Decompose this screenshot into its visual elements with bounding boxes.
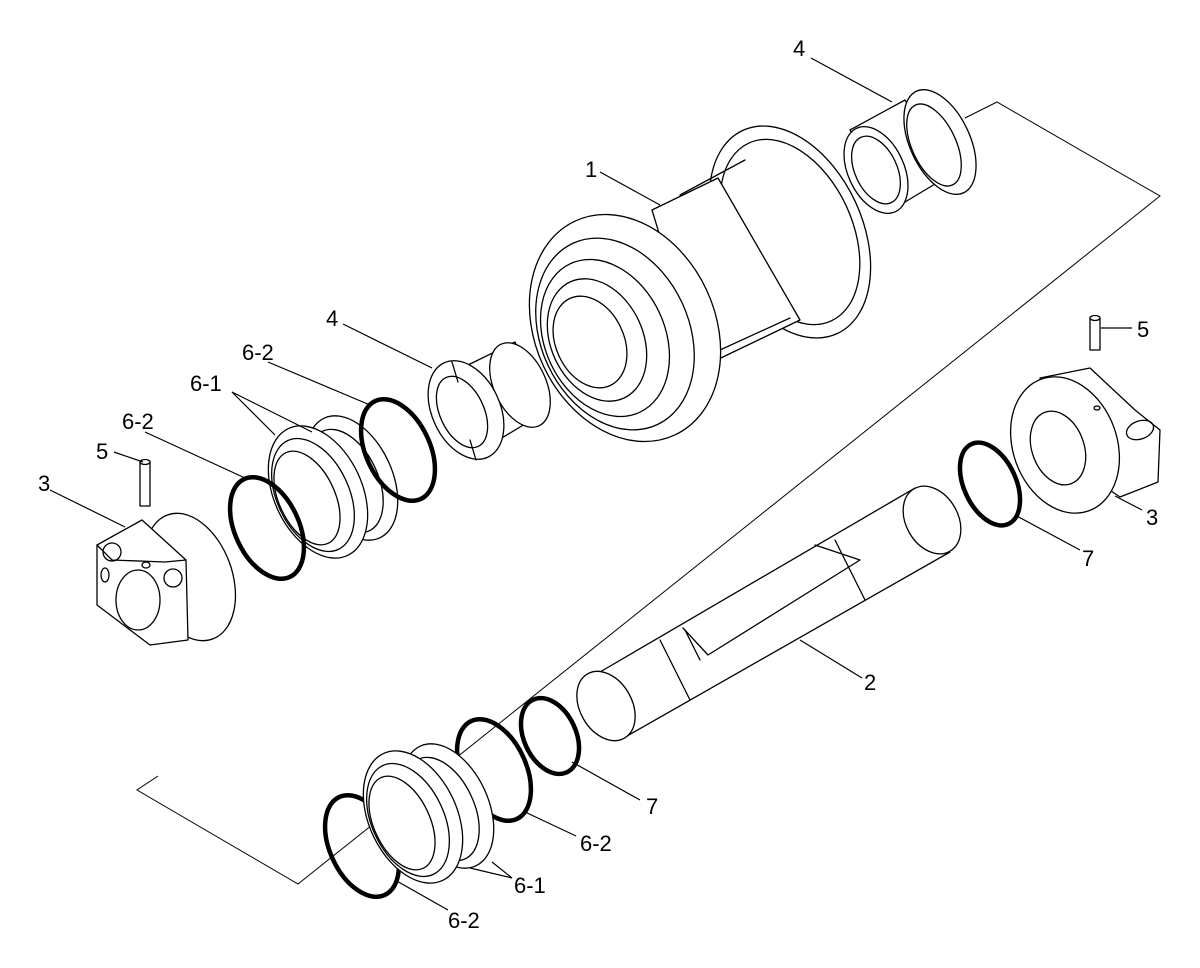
callout-5-left: 5 <box>96 439 108 464</box>
o-ring-right <box>957 440 1023 528</box>
callout-4-top: 4 <box>793 36 805 61</box>
seal-ring-upper-right <box>358 396 438 504</box>
callout-6-1-lower: 6-1 <box>514 873 546 898</box>
callout-2: 2 <box>864 670 876 695</box>
o-ring-lower <box>518 695 582 777</box>
collar-right <box>1009 367 1161 514</box>
collar-left <box>96 512 237 646</box>
callout-6-1-upper: 6-1 <box>190 371 222 396</box>
callout-6-2-upper-left: 6-2 <box>122 409 154 434</box>
callout-6-2-lower-right: 6-2 <box>580 831 612 856</box>
floating-seal-upper <box>267 415 399 559</box>
callout-6-2-upper-right: 6-2 <box>242 340 274 365</box>
roller-body <box>528 125 872 443</box>
callout-4-middle: 4 <box>326 306 338 331</box>
callout-5-right: 5 <box>1137 317 1149 342</box>
assembly-boundary <box>136 101 1161 885</box>
pin-right <box>1089 314 1101 351</box>
callout-6-2-lower-left: 6-2 <box>448 908 480 933</box>
callout-1: 1 <box>585 157 597 182</box>
pin-left <box>139 458 151 507</box>
callout-labels: 4 1 4 6-2 6-1 6-2 5 3 5 3 7 2 7 6-2 6-1 … <box>38 36 1158 933</box>
callout-3-left: 3 <box>38 471 50 496</box>
bushing-top <box>843 89 977 214</box>
leader-lines <box>49 57 1143 911</box>
shaft <box>576 485 962 742</box>
bushing-middle <box>427 341 551 461</box>
floating-seal-lower <box>362 743 495 884</box>
callout-7-lower: 7 <box>646 794 658 819</box>
callout-7-right: 7 <box>1082 546 1094 571</box>
seal-ring-upper-left <box>227 474 307 582</box>
callout-3-right: 3 <box>1146 505 1158 530</box>
